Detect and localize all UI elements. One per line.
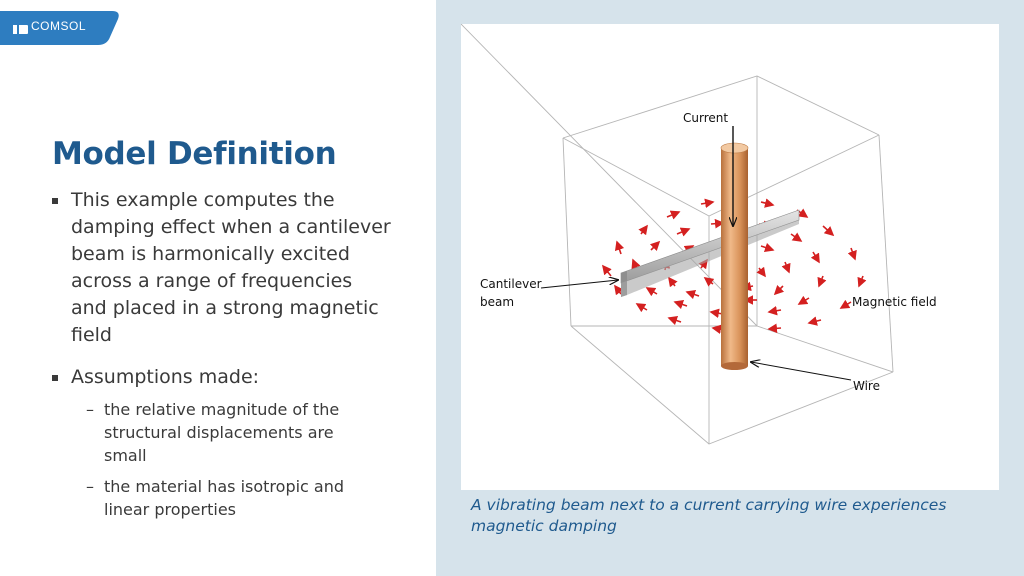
figure-caption: A vibrating beam next to a current carry… xyxy=(471,496,947,535)
sub-bullet-text: the relative magnitude of the structural… xyxy=(104,400,340,465)
comsol-logo-mark xyxy=(13,25,28,34)
cantilever-leader xyxy=(540,280,618,289)
bullet-item: This example computes the damping effect… xyxy=(52,187,392,349)
label-current: Current xyxy=(683,111,728,125)
logo-text: COMSOL xyxy=(31,19,87,33)
label-magnetic-field: Magnetic field xyxy=(852,295,937,309)
square-bullet-icon xyxy=(52,375,58,381)
label-wire: Wire xyxy=(853,379,880,393)
bullet-text: Assumptions made: xyxy=(71,366,260,388)
sub-bullet-item: – the relative magnitude of the structur… xyxy=(86,398,356,467)
magnetic-field-arrows xyxy=(602,198,867,335)
wire-leader xyxy=(751,362,852,381)
sub-bullet-text: the material has isotropic and linear pr… xyxy=(104,477,345,519)
wire xyxy=(720,142,749,370)
square-bullet-icon xyxy=(52,198,58,204)
dash-bullet-icon: – xyxy=(86,477,94,496)
figure-illustration: Current Cantilever beam Magnetic field W… xyxy=(461,24,937,445)
figure-image: Current Cantilever beam Magnetic field W… xyxy=(461,24,999,490)
label-cantilever: Cantilever xyxy=(480,277,542,291)
page-title: Model Definition xyxy=(52,136,337,172)
dash-bullet-icon: – xyxy=(86,400,94,419)
cantilever-beam xyxy=(620,209,800,297)
bullet-text: This example computes the damping effect… xyxy=(71,189,391,346)
label-beam: beam xyxy=(480,295,514,309)
comsol-logo xyxy=(0,11,119,45)
bullet-item: Assumptions made: xyxy=(52,364,392,391)
sub-bullet-item: – the material has isotropic and linear … xyxy=(86,475,356,521)
